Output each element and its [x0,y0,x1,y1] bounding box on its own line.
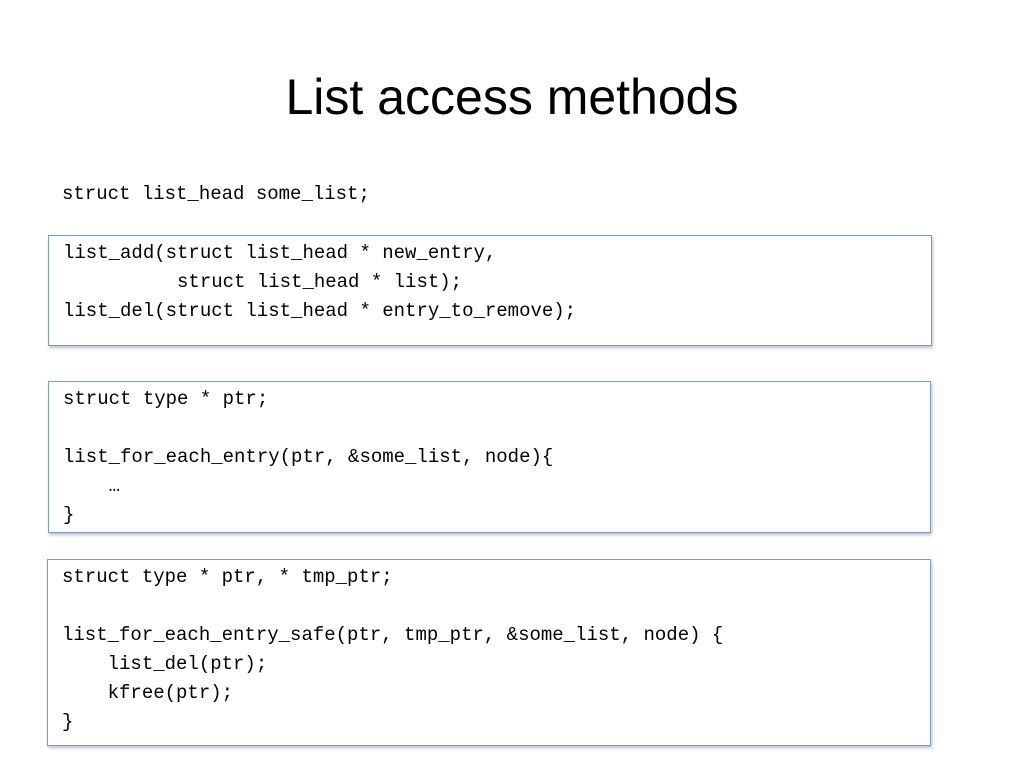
code-block-add-del: list_add(struct list_head * new_entry, s… [63,242,577,322]
declaration-code: struct list_head some_list; [62,183,370,205]
code-block-for-each-entry-safe: struct type * ptr, * tmp_ptr; list_for_e… [62,566,724,733]
code-box-for-each-entry-safe: struct type * ptr, * tmp_ptr; list_for_e… [47,559,931,746]
code-box-add-del: list_add(struct list_head * new_entry, s… [48,235,932,346]
slide-title: List access methods [285,69,739,125]
code-box-for-each-entry: struct type * ptr; list_for_each_entry(p… [48,381,931,533]
code-block-for-each-entry: struct type * ptr; list_for_each_entry(p… [63,388,554,526]
